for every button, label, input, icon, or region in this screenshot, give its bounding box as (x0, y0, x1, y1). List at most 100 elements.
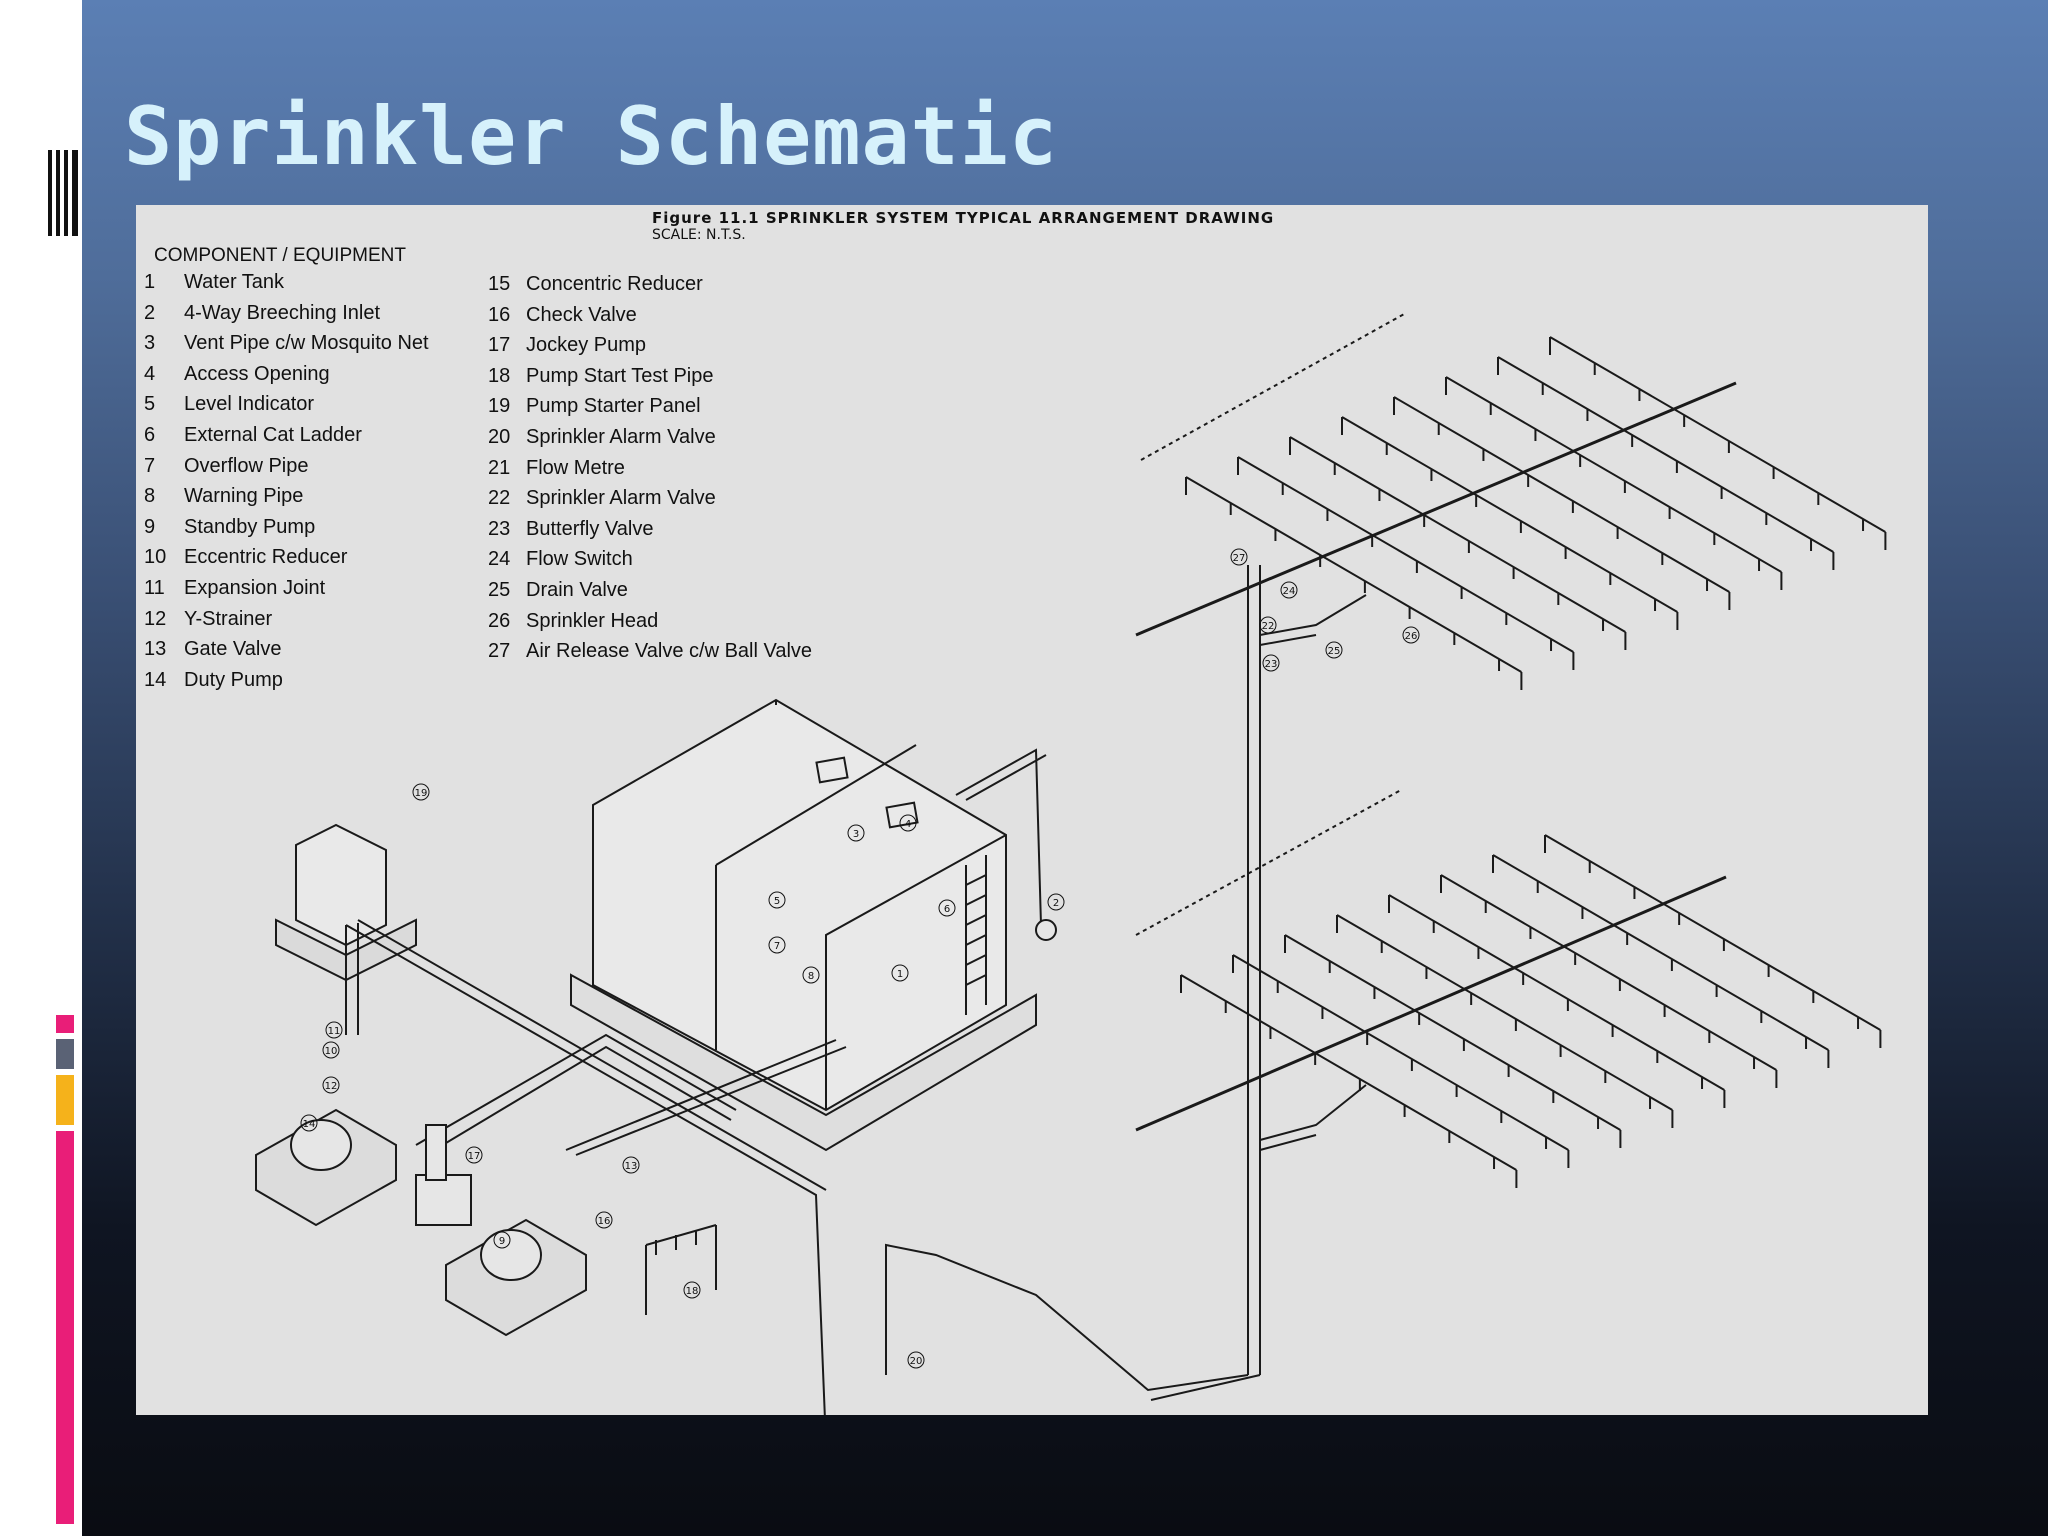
callout: 13 (622, 1156, 640, 1174)
riser-connection (885, 1243, 1261, 1401)
pump-starter-panel (295, 823, 387, 947)
legend-heading: COMPONENT / EQUIPMENT (154, 245, 406, 266)
svg-text:14: 14 (303, 1119, 316, 1130)
sprinkler-figure: Figure 11.1 SPRINKLER SYSTEM TYPICAL ARR… (136, 205, 1928, 1415)
branch-line (1284, 934, 1621, 1131)
callout: 20 (907, 1351, 925, 1369)
accent-bar-slate (56, 1039, 74, 1069)
branch-line (1185, 476, 1522, 673)
svg-text:19: 19 (415, 788, 428, 799)
branch-line (1492, 854, 1829, 1051)
callout: 26 (1402, 626, 1420, 644)
branch-line (1544, 834, 1881, 1031)
callout: 11 (325, 1021, 343, 1039)
callout: 4 (899, 814, 917, 832)
figure-title: Figure 11.1 SPRINKLER SYSTEM TYPICAL ARR… (652, 209, 1275, 227)
svg-text:2: 2 (1053, 898, 1059, 909)
svg-text:7: 7 (774, 941, 780, 952)
upper-feed (1259, 594, 1367, 646)
access-opening (815, 756, 849, 784)
upper-main-pipe (1135, 381, 1737, 637)
branch-line (1388, 894, 1725, 1091)
callout: 17 (465, 1146, 483, 1164)
slide-title: Sprinkler Schematic (124, 90, 1059, 183)
svg-text:1: 1 (897, 969, 903, 980)
lower-branch-lines (1180, 834, 1882, 1188)
decorative-lines (48, 150, 82, 236)
branch-line (1289, 436, 1626, 633)
svg-text:3: 3 (853, 829, 859, 840)
svg-text:8: 8 (808, 971, 814, 982)
branch-line (1232, 954, 1569, 1151)
lower-feed (1259, 1084, 1367, 1151)
callout: 6 (938, 899, 956, 917)
svg-text:23: 23 (1265, 659, 1278, 670)
callout: 22 (1259, 616, 1277, 634)
lower-main-pipe (1135, 875, 1727, 1132)
svg-text:26: 26 (1405, 631, 1418, 642)
jockey-pump (415, 1174, 472, 1226)
svg-text:18: 18 (686, 1286, 699, 1297)
riser-pipe (1247, 565, 1261, 1375)
figure-scale: SCALE: N.T.S. (652, 227, 746, 243)
accent-bar-pink-long (56, 1131, 74, 1524)
branch-line (1237, 456, 1574, 653)
schematic-drawing: 1 2 3 4 5 6 7 8 9 10 11 12 13 14 16 17 1… (255, 312, 1887, 1415)
cat-ladder (965, 855, 987, 1015)
callout: 27 (1230, 548, 1248, 566)
tank-base (570, 973, 1037, 1152)
callout: 10 (322, 1041, 340, 1059)
callout: 16 (595, 1211, 613, 1229)
accent-bar-yellow (56, 1075, 74, 1125)
callout: 9 (493, 1231, 511, 1249)
callout: 8 (802, 966, 820, 984)
svg-text:17: 17 (468, 1151, 481, 1162)
callout: 23 (1262, 654, 1280, 672)
callout: 19 (412, 783, 430, 801)
upper-floor-level-line (1140, 312, 1407, 461)
left-sidebar (0, 0, 82, 1536)
callout: 5 (768, 891, 786, 909)
branch-line (1180, 974, 1517, 1171)
callout: 2 (1047, 893, 1065, 911)
callout: 18 (683, 1281, 701, 1299)
branch-line (1341, 416, 1678, 613)
svg-text:13: 13 (625, 1161, 638, 1172)
svg-text:20: 20 (910, 1356, 923, 1367)
callout: 7 (768, 936, 786, 954)
branch-line (1497, 356, 1834, 553)
callout: 25 (1325, 641, 1343, 659)
branch-line (1549, 336, 1886, 533)
svg-text:6: 6 (944, 904, 950, 915)
svg-text:4: 4 (905, 819, 911, 830)
branch-line (1440, 874, 1777, 1071)
callout: 1 (891, 964, 909, 982)
branch-line (1336, 914, 1673, 1111)
svg-text:12: 12 (325, 1081, 338, 1092)
svg-text:27: 27 (1233, 553, 1246, 564)
